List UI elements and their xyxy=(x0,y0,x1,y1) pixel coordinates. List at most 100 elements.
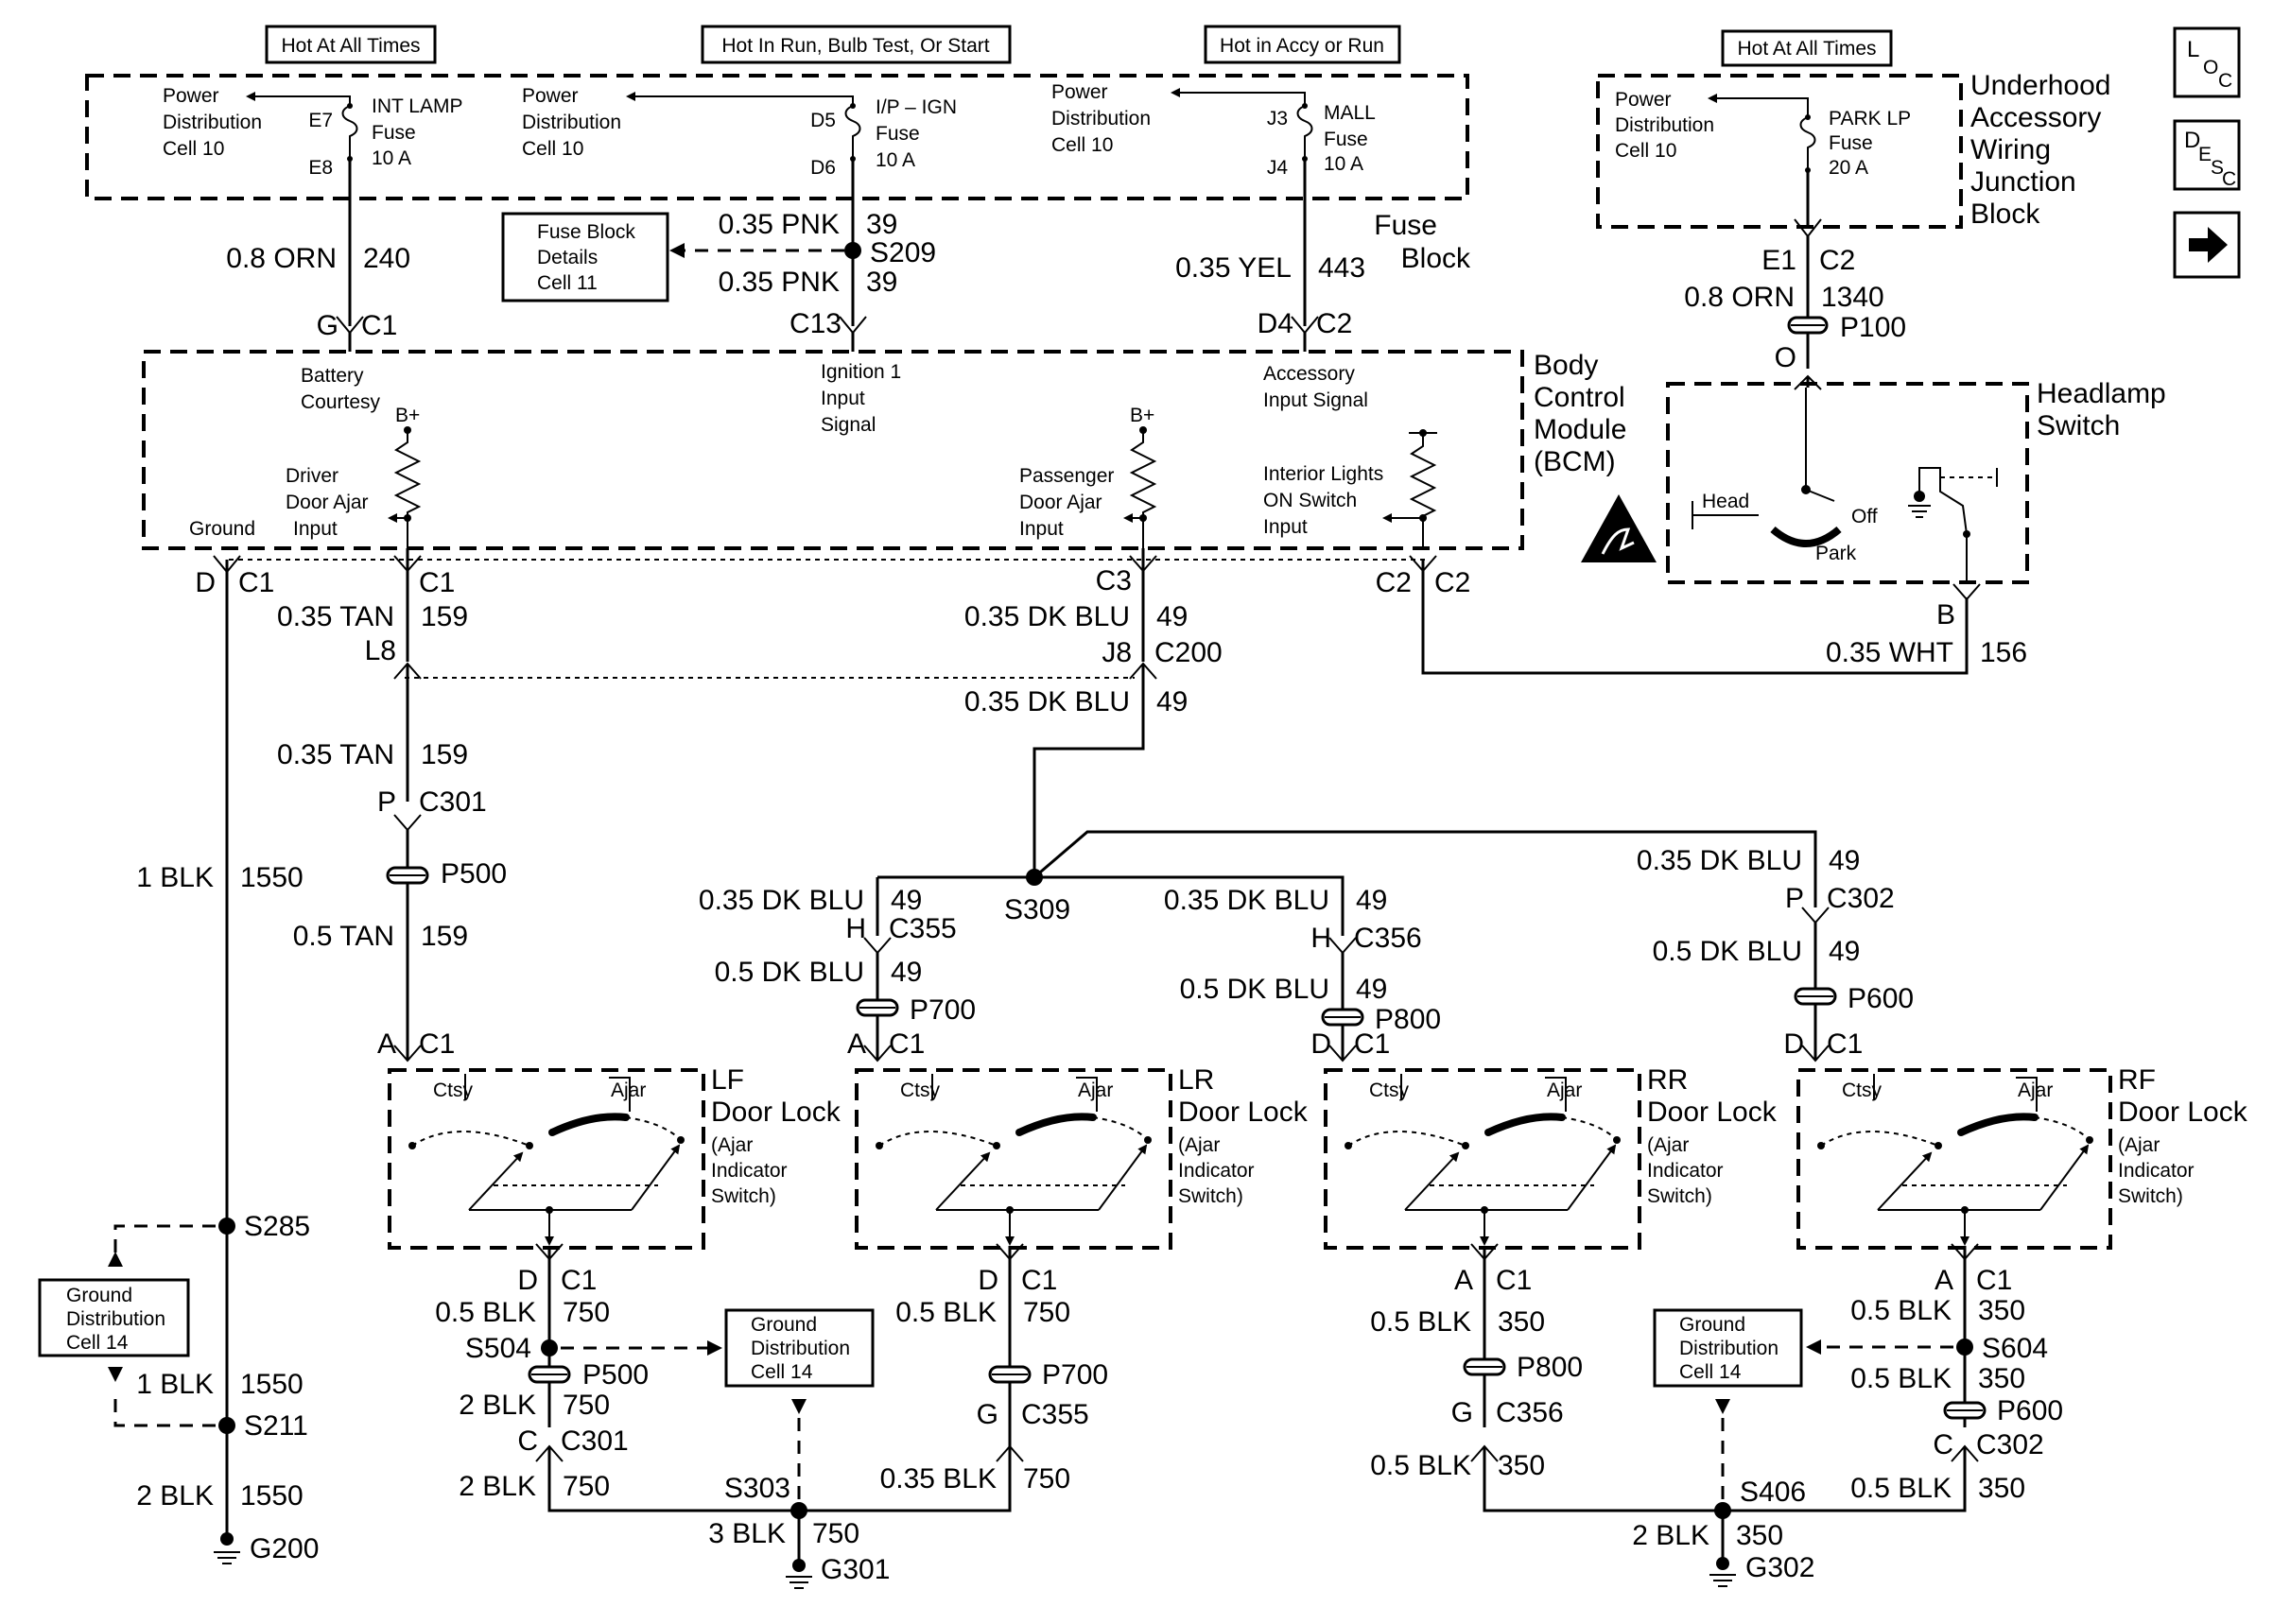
wire-gauge-w750f: 3 BLK xyxy=(708,1518,786,1549)
wire-gauge-w750b: 2 BLK xyxy=(459,1390,536,1421)
ajar-label: Ajar xyxy=(1078,1080,1113,1101)
wire-gauge-w1550a: 1 BLK xyxy=(136,862,214,893)
svg-text:10 A: 10 A xyxy=(1324,153,1363,175)
driver-door-ajar-label: Driver Door Ajar Input xyxy=(286,465,369,540)
s209-splice xyxy=(844,242,861,259)
bcm-label: Body Control Module (BCM) xyxy=(1534,350,1626,477)
fuse-block-label: Fuse Block xyxy=(1374,210,1471,274)
wire-gauge-w1550b: 1 BLK xyxy=(136,1369,214,1400)
wire-gauge-w350e: 0.5 BLK xyxy=(1850,1473,1952,1504)
fuse-block-outline xyxy=(85,74,1469,200)
connector-name-a_c1_rf_b: C1 xyxy=(1976,1265,2012,1296)
ground-distribution-link-a[interactable]: Ground Distribution Cell 14 xyxy=(38,1278,190,1357)
wire-circuit-w750a: 750 xyxy=(563,1297,610,1328)
wire-1340 xyxy=(1794,170,1822,390)
connector-name-d_c1_lr_b: C1 xyxy=(1021,1265,1057,1296)
svg-text:Input: Input xyxy=(1019,518,1064,540)
connector-name-g_c355: C355 xyxy=(1021,1399,1089,1430)
wire-circuit-w750f: 750 xyxy=(812,1518,859,1549)
svg-text:Hot In Run, Bulb Test, Or Star: Hot In Run, Bulb Test, Or Start xyxy=(721,35,989,57)
svg-text:Fuse Block: Fuse Block xyxy=(537,221,635,243)
svg-text:Courtesy: Courtesy xyxy=(301,391,381,413)
headlamp-selector: Head Off Park xyxy=(1692,388,1878,564)
door-note-label: (Ajar xyxy=(711,1134,753,1156)
connector-name-g_c1: C1 xyxy=(361,310,397,341)
interior-lights-resistor xyxy=(1382,429,1437,548)
location-icon[interactable]: L O C xyxy=(2173,26,2241,98)
svg-text:Driver: Driver xyxy=(286,465,338,487)
svg-text:D5: D5 xyxy=(810,110,836,131)
door-name-label: Door Lock xyxy=(1178,1097,1309,1128)
p500b-label: P500 xyxy=(582,1359,649,1391)
fuse1-feed-arrow xyxy=(246,92,351,104)
park-lamp-switch xyxy=(1908,467,1998,582)
wire-gauge-w750c: 2 BLK xyxy=(459,1471,536,1502)
s303-label: S303 xyxy=(724,1473,790,1504)
s211-splice xyxy=(218,1417,235,1434)
svg-text:10 A: 10 A xyxy=(372,147,411,169)
connector-pin-d_c1_bcm: D xyxy=(195,567,216,598)
wire-gauge-w1340: 0.8 ORN xyxy=(1684,282,1795,313)
connector-name-c_c301: C301 xyxy=(561,1425,629,1457)
svg-text:C: C xyxy=(2218,70,2232,92)
svg-text:Input: Input xyxy=(293,518,338,540)
svg-text:INT LAMP: INT LAMP xyxy=(372,95,462,117)
p800b-label: P800 xyxy=(1517,1352,1583,1383)
wire-gauge-w49g: 0.35 DK BLU xyxy=(1637,845,1802,876)
connector-name-a_c1_lr: C1 xyxy=(889,1028,925,1060)
esd-warning-icon xyxy=(1581,494,1657,562)
wire-gauge-w750a: 0.5 BLK xyxy=(435,1297,536,1328)
door-name-label: LR xyxy=(1178,1064,1214,1096)
description-icon[interactable]: D E S C xyxy=(2173,119,2241,191)
p800b-inline-connector xyxy=(1463,1357,1506,1376)
s406-label: S406 xyxy=(1740,1477,1806,1508)
wire-circuit-w1340: 1340 xyxy=(1821,282,1884,313)
wire-circuit-w49c: 49 xyxy=(891,885,922,916)
svg-text:MALL: MALL xyxy=(1324,102,1376,124)
connector-pin-p_c301: P xyxy=(377,786,396,818)
svg-text:Interior Lights: Interior Lights xyxy=(1263,463,1383,485)
svg-text:Hot in Accy or Run: Hot in Accy or Run xyxy=(1220,35,1384,57)
connector-name-g_c356: C356 xyxy=(1496,1397,1564,1428)
wire-gauge-w49h: 0.5 DK BLU xyxy=(1653,936,1802,967)
svg-text:Door Ajar: Door Ajar xyxy=(1019,492,1102,513)
ip-ign-fuse: D5 D6 I/P – IGN Fuse 10 A xyxy=(810,96,957,179)
svg-text:Module: Module xyxy=(1534,414,1626,445)
ground-distribution-link-c[interactable]: Ground Distribution Cell 14 xyxy=(1653,1308,1803,1388)
svg-text:S: S xyxy=(2211,157,2224,179)
door-note-label: (Ajar xyxy=(1647,1134,1689,1156)
s406-splice xyxy=(1714,1502,1731,1519)
header-hot-accy-run: Hot in Accy or Run xyxy=(1204,25,1401,64)
svg-text:Control: Control xyxy=(1534,382,1625,413)
connector-pin-e1_c2: E1 xyxy=(1761,245,1796,276)
svg-text:Power: Power xyxy=(1615,89,1672,111)
svg-text:Head: Head xyxy=(1702,491,1749,512)
connector-pin-l8: L8 xyxy=(365,635,396,666)
wire-gauge-w1550c: 2 BLK xyxy=(136,1480,214,1512)
ajar-label: Ajar xyxy=(1547,1080,1582,1101)
ignition-input-label: Ignition 1 Input Signal xyxy=(821,361,901,436)
ajar-label: Ajar xyxy=(2018,1080,2053,1101)
ground-distribution-link-b[interactable]: Ground Distribution Cell 14 xyxy=(724,1308,875,1388)
passenger-door-ajar-resistor xyxy=(1123,426,1157,548)
wire-gauge-w49d: 0.5 DK BLU xyxy=(715,957,864,988)
wire-circuit-w159c: 159 xyxy=(421,921,468,952)
wire-circuit-w350a: 350 xyxy=(1498,1306,1545,1338)
power-distribution-label-2: Power Distribution Cell 10 xyxy=(522,85,621,160)
next-page-arrow-icon[interactable] xyxy=(2173,211,2241,279)
underhood-block-outline xyxy=(1596,74,1963,229)
fuse-block-details-link[interactable]: Fuse Block Details Cell 11 xyxy=(501,212,669,302)
wire-gauge-w49b: 0.35 DK BLU xyxy=(964,686,1130,717)
wire-circuit-w49h: 49 xyxy=(1829,936,1860,967)
svg-text:Input Signal: Input Signal xyxy=(1263,389,1368,411)
p600a-label: P600 xyxy=(1848,983,1914,1014)
wire-240 xyxy=(336,159,364,352)
svg-text:Wiring: Wiring xyxy=(1970,134,2051,165)
svg-text:Distribution: Distribution xyxy=(751,1338,850,1359)
connector-name-c_c302: C302 xyxy=(1976,1429,2044,1460)
svg-text:Headlamp: Headlamp xyxy=(2037,378,2166,409)
door-note-label: Indicator xyxy=(2118,1160,2195,1182)
door-note-label: Indicator xyxy=(1647,1160,1724,1182)
